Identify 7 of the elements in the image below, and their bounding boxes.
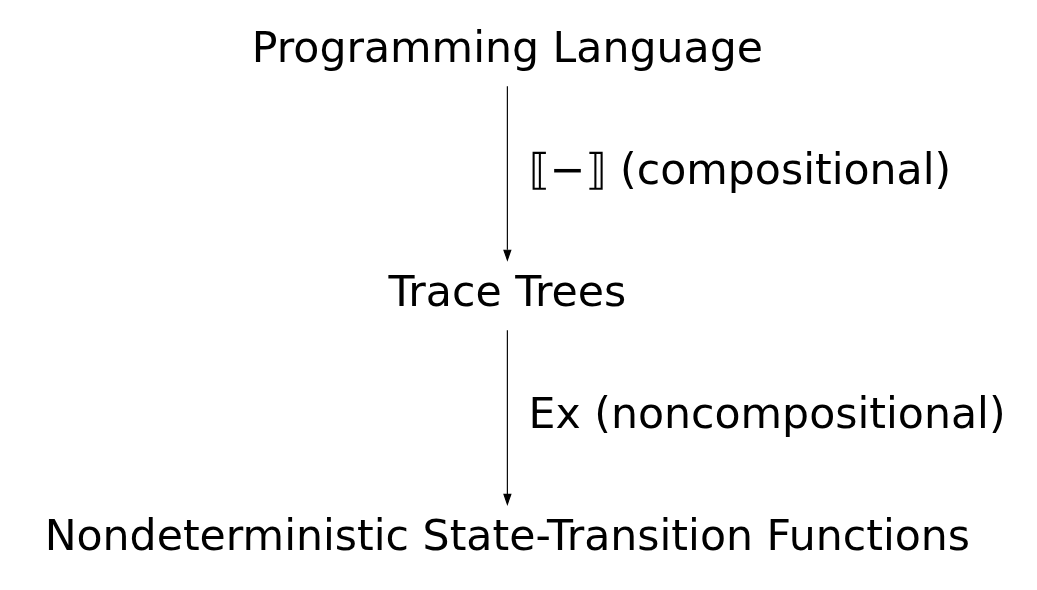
arrow [502, 329, 512, 506]
edge-label: Ex (noncompositional) [528, 387, 1006, 438]
node-text: Programming Language [251, 21, 763, 72]
node-text: Nondeterministic State-Transition Functions [44, 510, 970, 561]
node-text: Trace Trees [388, 265, 626, 316]
edge-label: ⟦−⟧ (compositional) [528, 143, 951, 194]
arrow [502, 85, 512, 262]
